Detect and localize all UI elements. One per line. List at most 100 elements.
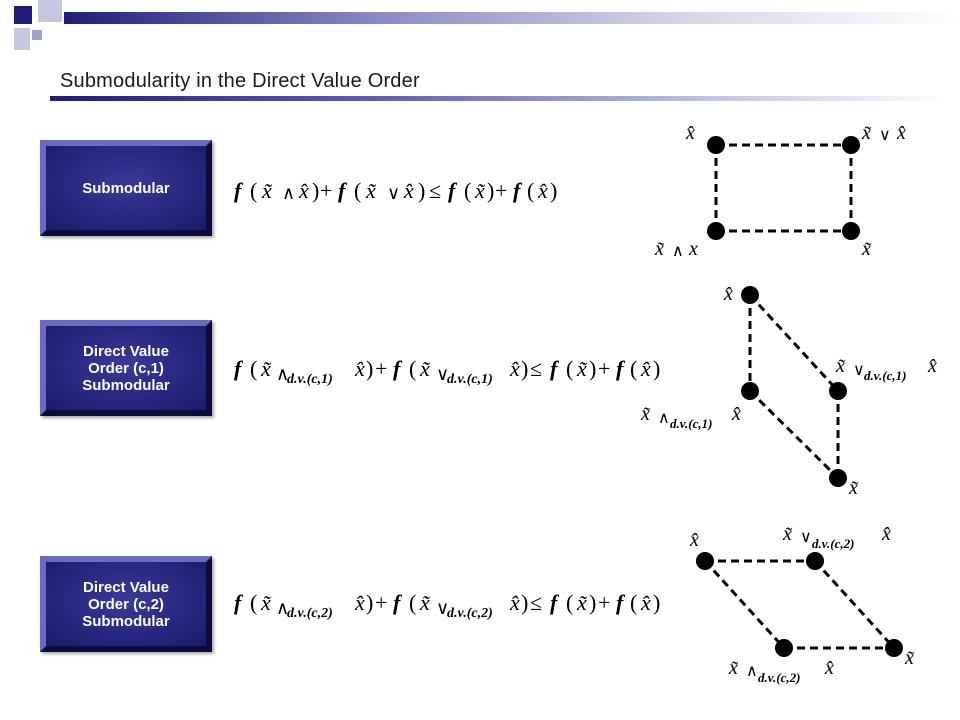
node <box>775 639 793 657</box>
corner-square-light <box>38 0 62 22</box>
corner-square-dark <box>14 6 32 24</box>
direct-value-c1-button-label: Direct Value Order (c,1) Submodular <box>82 342 170 394</box>
subscript-dv-c2: d.v.(c,2) <box>287 606 333 621</box>
svg-text:(: ( <box>250 178 257 203</box>
formula-submodular: f ( x̃ ∧ x̂ ) + f ( x̃ ∨ x̂ ) ≤ f ( x̃ )… <box>234 178 557 203</box>
diagram-direct-value-c1: x̂ x̃ ∨ d.v.(c,1) x̂ x̃ ∧ d.v.(c,1) x̂ x… <box>640 283 937 499</box>
svg-text:): ) <box>589 590 596 615</box>
svg-text:x̃: x̃ <box>861 122 871 144</box>
svg-text:∨: ∨ <box>436 364 449 384</box>
svg-text:x̂: x̂ <box>896 122 906 144</box>
svg-text:d.v.(c,2): d.v.(c,2) <box>758 670 800 685</box>
svg-text:(: ( <box>409 590 416 615</box>
svg-text:∨: ∨ <box>436 598 449 618</box>
svg-text:x̂: x̂ <box>537 178 548 203</box>
svg-text:∨: ∨ <box>800 529 812 546</box>
svg-text:x̃: x̃ <box>474 178 485 203</box>
slide-title: Submodularity in the Direct Value Order <box>60 70 420 92</box>
svg-text:≤: ≤ <box>530 356 542 381</box>
svg-text:x̂: x̂ <box>689 529 699 551</box>
svg-text:x̃: x̃ <box>904 647 914 669</box>
svg-text:f: f <box>393 356 403 381</box>
svg-text:x: x <box>688 238 698 260</box>
edge <box>748 293 840 393</box>
title-underline <box>50 96 950 101</box>
svg-text:x̃: x̃ <box>260 356 271 381</box>
svg-text:∧: ∧ <box>276 364 289 384</box>
svg-text:): ) <box>653 356 660 381</box>
svg-text:x̂: x̂ <box>881 523 891 545</box>
node <box>741 286 759 304</box>
svg-text:∧: ∧ <box>276 598 289 618</box>
svg-text:x̂: x̂ <box>640 590 651 615</box>
svg-text:(: ( <box>354 178 361 203</box>
node <box>741 382 759 400</box>
svg-text:x̂: x̂ <box>723 283 733 305</box>
svg-text:d.v.(c,1): d.v.(c,1) <box>864 368 906 383</box>
svg-text:+: + <box>320 178 332 203</box>
svg-text:d.v.(c,2): d.v.(c,2) <box>812 536 854 551</box>
edge <box>703 559 786 650</box>
direct-value-c1-button[interactable]: Direct Value Order (c,1) Submodular <box>40 320 212 416</box>
svg-text:(: ( <box>409 356 416 381</box>
submodular-button[interactable]: Submodular <box>40 140 212 236</box>
svg-text:+: + <box>495 178 507 203</box>
svg-text:x̃: x̃ <box>861 238 871 260</box>
svg-text:f: f <box>338 178 348 203</box>
svg-text:): ) <box>653 590 660 615</box>
svg-text:f: f <box>550 356 560 381</box>
edge <box>748 389 840 480</box>
svg-text:x̂: x̂ <box>403 178 414 203</box>
svg-text:d.v.(c,1): d.v.(c,1) <box>670 416 712 431</box>
diagram-submodular: x̂ x̃ ∨ x̂ x̃ ∧ x x̃ <box>654 122 906 260</box>
submodular-button-label: Submodular <box>82 179 170 197</box>
svg-text:∨: ∨ <box>387 183 400 203</box>
svg-text:): ) <box>589 356 596 381</box>
node <box>806 552 824 570</box>
corner-square-mid <box>32 30 42 40</box>
svg-text:f: f <box>616 356 626 381</box>
formula-direct-value-c2: f ( x̃ ∧ d.v.(c,2) x̂ ) + f ( x̃ ∨ d.v.(… <box>234 590 660 621</box>
svg-text:(: ( <box>250 590 257 615</box>
diagram-direct-value-c2: x̂ x̃ ∨ d.v.(c,2) x̂ x̃ ∧ d.v.(c,2) x̂ x… <box>689 523 914 685</box>
svg-text:x̂: x̂ <box>509 590 520 615</box>
svg-text:x̂: x̂ <box>354 590 365 615</box>
svg-text:f: f <box>550 590 560 615</box>
direct-value-c2-button[interactable]: Direct Value Order (c,2) Submodular <box>40 556 212 652</box>
svg-text:x̃: x̃ <box>260 590 271 615</box>
svg-text:x̂: x̂ <box>685 122 695 144</box>
svg-text:(: ( <box>464 178 471 203</box>
svg-text:x̃: x̃ <box>654 238 664 260</box>
svg-text:∧: ∧ <box>746 663 758 680</box>
direct-value-c2-button-label: Direct Value Order (c,2) Submodular <box>82 578 170 630</box>
subscript-dv-c1: d.v.(c,1) <box>447 372 493 387</box>
node <box>696 552 714 570</box>
subscript-dv-c1: d.v.(c,1) <box>287 372 333 387</box>
svg-text:x̃: x̃ <box>728 657 738 679</box>
svg-text:(: ( <box>566 356 573 381</box>
node <box>707 136 725 154</box>
svg-text:f: f <box>513 178 523 203</box>
svg-text:x̃: x̃ <box>848 477 858 499</box>
svg-text:x̂: x̂ <box>298 178 309 203</box>
svg-text:): ) <box>366 590 373 615</box>
svg-text:x̃: x̃ <box>782 523 792 545</box>
top-gradient-bar <box>64 12 960 24</box>
svg-text:x̃: x̃ <box>419 590 430 615</box>
svg-text:+: + <box>598 356 610 381</box>
node <box>707 222 725 240</box>
svg-text:): ) <box>521 356 528 381</box>
svg-text:∧: ∧ <box>282 183 295 203</box>
svg-text:): ) <box>521 590 528 615</box>
svg-text:x̂: x̂ <box>640 356 651 381</box>
svg-text:(: ( <box>527 178 534 203</box>
svg-text:x̂: x̂ <box>509 356 520 381</box>
svg-text:): ) <box>366 356 373 381</box>
svg-text:x̃: x̃ <box>576 590 587 615</box>
node <box>885 639 903 657</box>
svg-text:≤: ≤ <box>530 590 542 615</box>
svg-text:x̂: x̂ <box>731 403 741 425</box>
svg-text:x̂: x̂ <box>927 355 937 377</box>
svg-text:∨: ∨ <box>853 362 865 379</box>
